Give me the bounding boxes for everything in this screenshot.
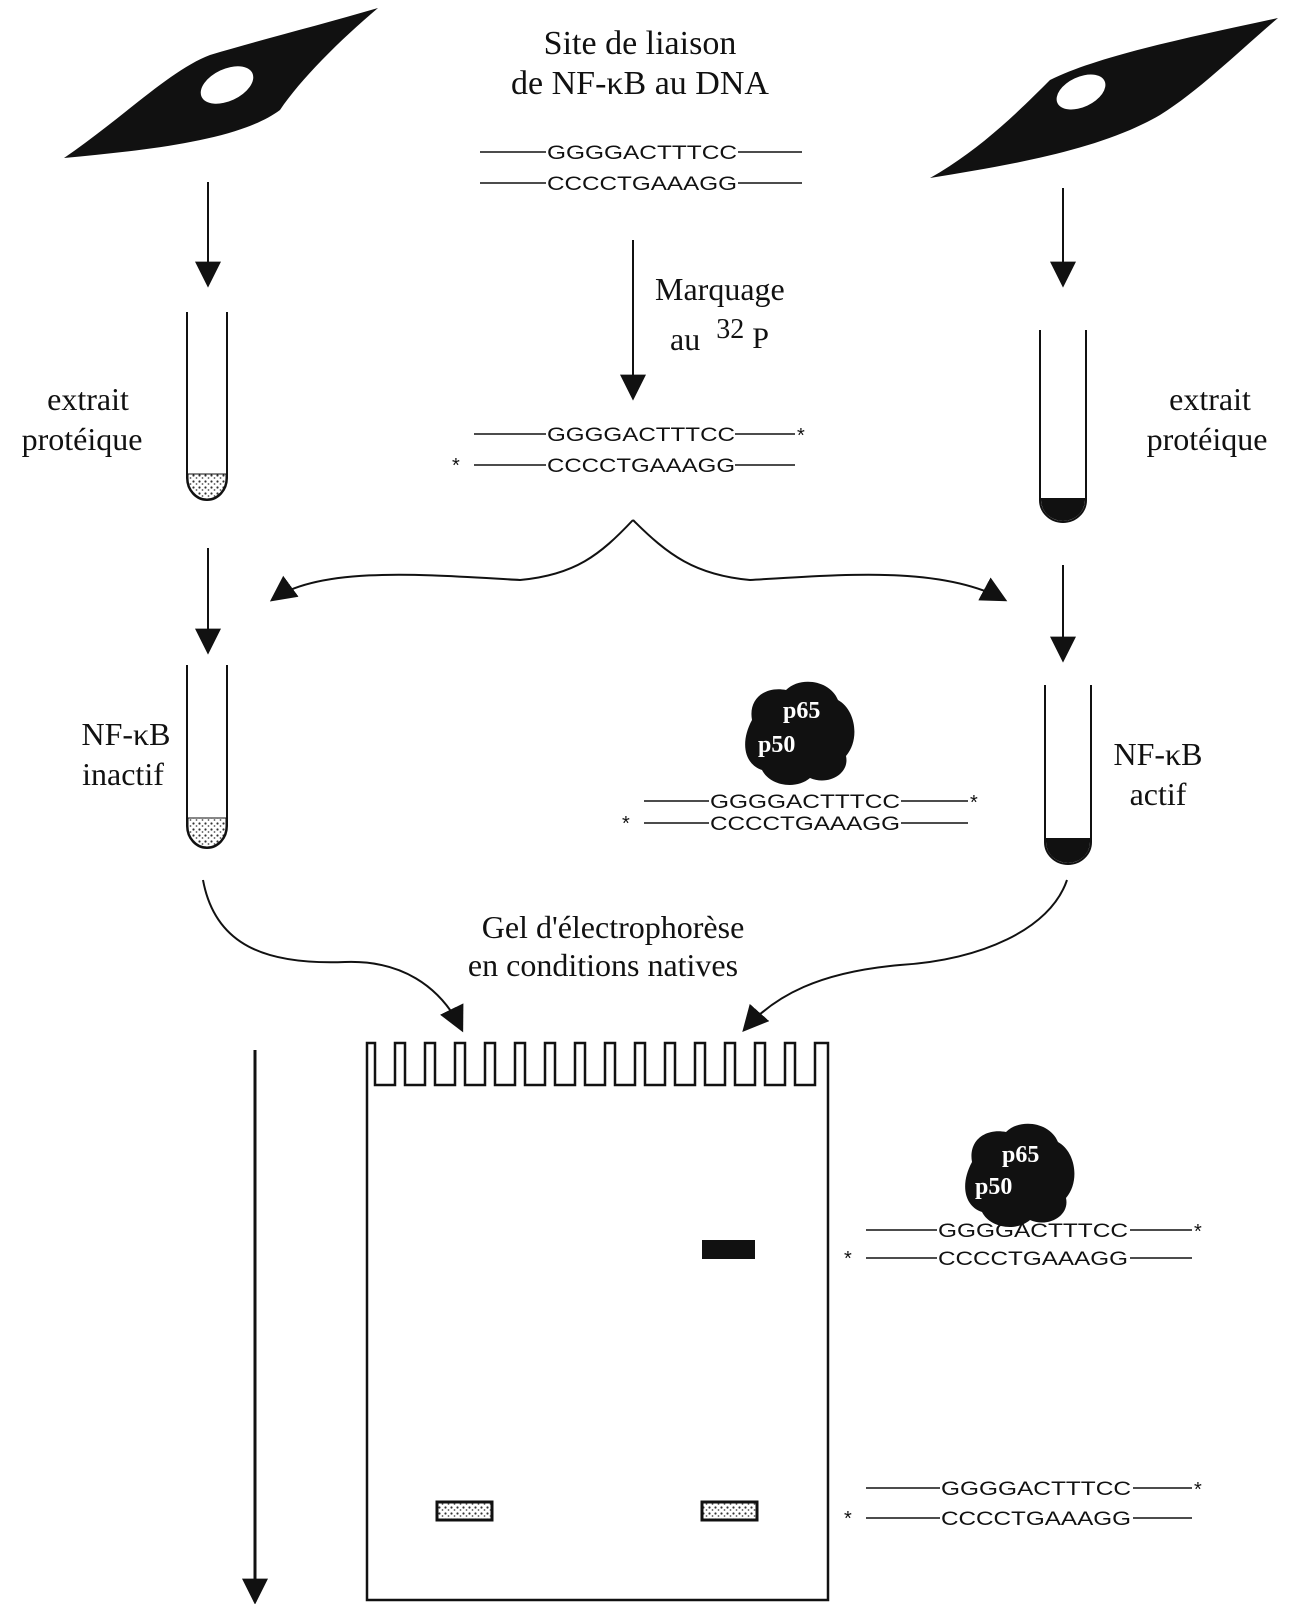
brace-arrow-left (269, 519, 634, 602)
p50-label: p50 (975, 1174, 1012, 1200)
isotope-symbol: P (752, 322, 769, 355)
load-arrow-right (742, 879, 1068, 1032)
dna-top-strand: GGGGACTTTCC (941, 1479, 1131, 1500)
extrait-left-line2: protéique (22, 421, 143, 457)
tube-nfkb-right (1044, 685, 1092, 865)
nfkb-left-line2: inactif (82, 756, 164, 792)
gel-frame (365, 1041, 830, 1602)
band-free-probe-left (435, 1500, 494, 1522)
nucleus-right (1056, 74, 1106, 110)
p65-label: p65 (783, 698, 820, 724)
cell-right (930, 18, 1278, 178)
marquage-au: au (670, 321, 700, 357)
label-star: * (1194, 1221, 1202, 1243)
nucleus-left (200, 66, 254, 104)
cell-left (64, 8, 378, 158)
dna-bottom-strand: CCCCTGAAAGG (941, 1509, 1131, 1530)
label-star: * (797, 425, 805, 447)
label-star: * (844, 1248, 852, 1270)
protein-blob (965, 1123, 1075, 1227)
dna-bottom-strand: CCCCTGAAAGG (938, 1249, 1128, 1270)
site-label-line1: Site de liaison (544, 25, 737, 62)
band-free-probe-right (700, 1500, 759, 1522)
nfkb-left-line1: NF-κB (81, 716, 170, 752)
dna-top-strand: GGGGACTTTCC (938, 1221, 1128, 1242)
label-star: * (970, 792, 978, 814)
gel-label-line2: en conditions natives (468, 947, 738, 983)
tube-nfkb-right-fill (1046, 838, 1090, 863)
dna-top-strand: GGGGACTTTCC (547, 143, 737, 164)
tube-extract-left (186, 312, 228, 501)
extrait-right-line2: protéique (1147, 421, 1268, 457)
label-star: * (1194, 1479, 1202, 1501)
nfkb-right-line1: NF-κB (1113, 736, 1202, 772)
extrait-left-line1: extrait (47, 381, 129, 417)
tube-extract-right-fill (1041, 498, 1085, 521)
tube-extract-right (1039, 330, 1087, 523)
p65-label: p65 (1002, 1142, 1039, 1168)
dna-top-strand: GGGGACTTTCC (547, 425, 735, 446)
svg-text:au 32 P: au 32 P (670, 309, 769, 357)
dna-unlabeled: GGGGACTTTCC CCCCTGAAAGG (480, 143, 802, 195)
label-star: * (452, 455, 460, 477)
label-star: * (622, 813, 630, 835)
isotope-mass: 32 (716, 314, 744, 345)
marquage-label: Marquage (655, 271, 785, 307)
legend-complex: p65 p50 GGGGACTTTCC * * CCCCTGAAAGG (844, 1123, 1202, 1270)
band-shifted-complex (702, 1240, 755, 1259)
dna-labeled: GGGGACTTTCC * * CCCCTGAAAGG (452, 425, 805, 477)
dna-top-strand: GGGGACTTTCC (710, 792, 900, 813)
gel-label-line1: Gel d'électrophorèse (482, 909, 745, 945)
tube-nfkb-left-fill (187, 817, 227, 848)
nfkb-right-line2: actif (1130, 776, 1187, 812)
label-star: * (844, 1508, 852, 1530)
extrait-right-line1: extrait (1169, 381, 1251, 417)
protein-complex-middle: p65 p50 GGGGACTTTCC * * CCCCTGAAAGG (622, 681, 978, 835)
tube-extract-left-fill (187, 473, 227, 500)
dna-bottom-strand: CCCCTGAAAGG (547, 456, 735, 477)
site-label-line2: de NF-κB au DNA (511, 65, 769, 102)
load-arrow-left (202, 879, 464, 1033)
brace-arrow-right (632, 519, 1008, 602)
tube-nfkb-left (186, 665, 228, 849)
legend-free-probe: GGGGACTTTCC * * CCCCTGAAAGG (844, 1479, 1202, 1530)
dna-bottom-strand: CCCCTGAAAGG (710, 814, 900, 835)
p50-label: p50 (758, 732, 795, 758)
protein-blob (745, 681, 855, 785)
dna-bottom-strand: CCCCTGAAAGG (547, 174, 737, 195)
